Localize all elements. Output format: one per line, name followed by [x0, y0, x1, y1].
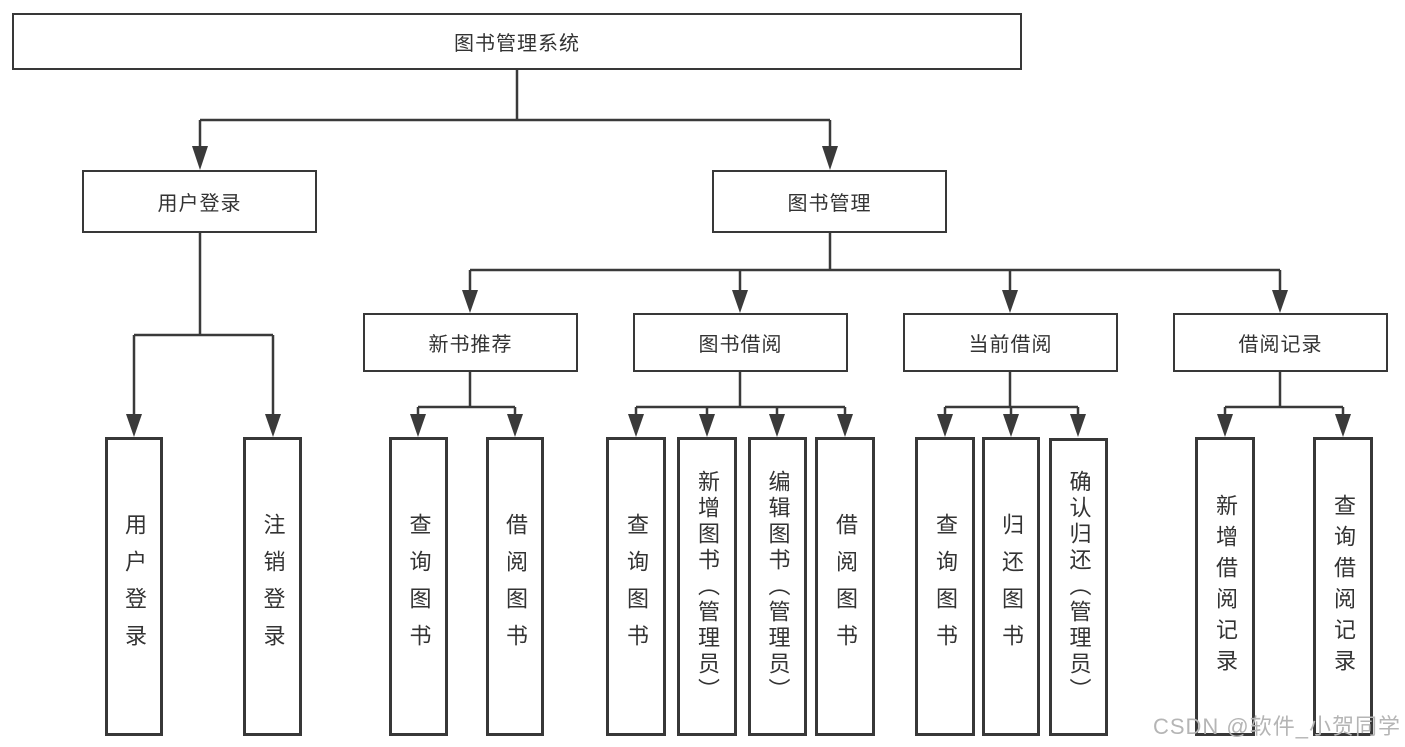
leaf-label: 用户登录	[122, 512, 147, 661]
leaf-edit-books-admin: 编辑图书（管理员）	[748, 437, 807, 736]
leaf-label: 注销登录	[260, 512, 286, 661]
leaf-label: 新增图书（管理员）	[695, 469, 720, 704]
node-current-borrowing: 当前借阅	[903, 313, 1118, 372]
leaf-search-books-current: 查询图书	[915, 437, 975, 736]
leaf-label: 借阅图书	[503, 512, 528, 661]
leaf-search-borrow-record: 查询借阅记录	[1313, 437, 1373, 736]
node-book-management: 图书管理	[712, 170, 947, 233]
node-book-borrowing: 图书借阅	[633, 313, 848, 372]
node-label: 用户登录	[157, 193, 242, 215]
leaf-label: 借阅图书	[833, 512, 858, 661]
node-label: 图书管理系统	[454, 33, 580, 55]
leaf-logout: 注销登录	[243, 437, 302, 736]
leaf-label: 查询图书	[624, 512, 649, 661]
leaf-confirm-return-admin: 确认归还（管理员）	[1049, 438, 1108, 736]
leaf-label: 查询图书	[933, 512, 958, 661]
node-label: 图书管理	[787, 193, 872, 215]
node-label: 借阅记录	[1238, 334, 1323, 356]
leaf-user-login: 用户登录	[105, 437, 163, 736]
node-library-management-system: 图书管理系统	[12, 13, 1022, 70]
leaf-add-books-admin: 新增图书（管理员）	[677, 437, 737, 736]
leaf-label: 确认归还（管理员）	[1066, 470, 1092, 704]
leaf-label: 归还图书	[999, 512, 1024, 661]
leaf-label: 新增借阅记录	[1213, 493, 1238, 680]
leaf-return-books: 归还图书	[982, 437, 1040, 736]
leaf-add-borrow-record: 新增借阅记录	[1195, 437, 1255, 736]
node-label: 当前借阅	[968, 334, 1053, 356]
node-label: 图书借阅	[698, 334, 783, 356]
leaf-search-books-recommend: 查询图书	[389, 437, 448, 736]
node-borrowing-records: 借阅记录	[1173, 313, 1388, 372]
leaf-borrow-books: 借阅图书	[815, 437, 875, 736]
leaf-label: 查询借阅记录	[1331, 493, 1356, 680]
leaf-label: 编辑图书（管理员）	[765, 469, 791, 704]
arrowhead-icons	[126, 146, 1351, 437]
leaf-label: 查询图书	[406, 512, 432, 661]
csdn-watermark: CSDN @软件_小贺同学	[1152, 714, 1401, 739]
leaf-borrow-books-recommend: 借阅图书	[486, 437, 544, 736]
node-user-login: 用户登录	[82, 170, 317, 233]
node-label: 新书推荐	[428, 334, 513, 356]
node-new-book-recommendation: 新书推荐	[363, 313, 578, 372]
leaf-search-books-borrowing: 查询图书	[606, 437, 666, 736]
